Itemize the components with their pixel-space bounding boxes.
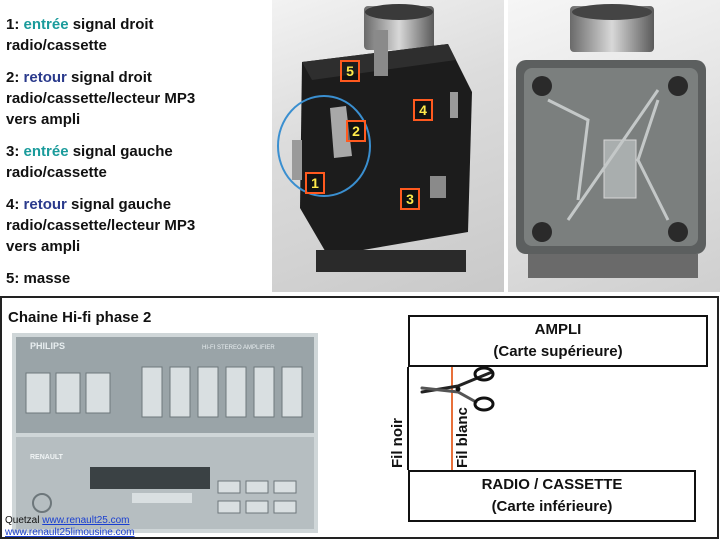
cassette-eject bbox=[132, 493, 192, 503]
legend-text: signal gauche bbox=[66, 196, 172, 213]
connector-front-drawing bbox=[277, 4, 472, 272]
pins-highlight-circle bbox=[277, 95, 371, 197]
white-wire bbox=[451, 367, 453, 470]
legend-text: radio/cassette/lecteur MP3 bbox=[6, 217, 196, 234]
legend-item-4: 4: retour signal gauche radio/cassette/le… bbox=[6, 194, 268, 257]
connector-body bbox=[300, 44, 472, 256]
hifi-car-brand-label: RENAULT bbox=[30, 454, 64, 461]
legend-number: 2: bbox=[6, 69, 20, 86]
scissors-icon bbox=[418, 366, 498, 412]
internal-wiring bbox=[547, 89, 670, 221]
pin-marker-4: 4 bbox=[413, 99, 433, 121]
jack-opening bbox=[572, 4, 652, 20]
cassette-buttons bbox=[217, 480, 297, 514]
legend-number: 4: bbox=[6, 196, 20, 213]
legend-item-2: 2: retour signal droit radio/cassette/lec… bbox=[6, 67, 268, 130]
pin-4-blade bbox=[450, 92, 458, 118]
pin-2-blade bbox=[330, 106, 352, 158]
power-knob bbox=[32, 493, 52, 513]
legend-number: 5: bbox=[6, 270, 20, 287]
credit-block: Quetzal www.renault25.com www.renault25l… bbox=[5, 515, 135, 539]
radio-subtitle: (Carte inférieure) bbox=[491, 498, 613, 515]
legend-number: 1: bbox=[6, 16, 20, 33]
legend-item-1: 1: entrée signal droit radio/cassette bbox=[6, 14, 268, 56]
pin-1-blade bbox=[292, 140, 302, 180]
black-wire-label: Fil noir bbox=[389, 418, 406, 468]
hifi-unit-photo: PHILIPS HI-FI STEREO AMPLIFIER RENAULT bbox=[12, 333, 318, 533]
pin-marker-3: 3 bbox=[400, 188, 420, 210]
scissors-drawing bbox=[420, 366, 495, 412]
pin-marker-5: 5 bbox=[340, 60, 360, 82]
legend-text: radio/cassette bbox=[6, 164, 107, 181]
legend-text: vers ampli bbox=[6, 111, 81, 128]
legend-text: vers ampli bbox=[6, 238, 81, 255]
section-title: Chaine Hi-fi phase 2 bbox=[8, 309, 152, 326]
black-wire bbox=[407, 367, 409, 470]
cassette-slot bbox=[90, 467, 210, 489]
legend-text: signal gauche bbox=[68, 143, 173, 160]
hifi-brand-label: PHILIPS bbox=[30, 341, 65, 351]
legend-keyword: entrée bbox=[23, 143, 69, 160]
ampli-title: AMPLI bbox=[534, 321, 582, 338]
connector-internals-drawing bbox=[516, 4, 706, 278]
pin-marker-2: 2 bbox=[346, 120, 366, 142]
legend-text: signal droit bbox=[66, 69, 152, 86]
hifi-unit-drawing: PHILIPS HI-FI STEREO AMPLIFIER RENAULT bbox=[12, 333, 318, 533]
connector-legend: 1: entrée signal droit radio/cassette 2: r… bbox=[6, 14, 268, 300]
corner-rivet bbox=[668, 76, 688, 96]
ampli-box: AMPLI (Carte supérieure) bbox=[408, 315, 708, 367]
credit-author: Quetzal bbox=[5, 515, 43, 526]
pin-marker-1: 1 bbox=[305, 172, 325, 194]
corner-rivet bbox=[532, 222, 552, 242]
pin-3-blade bbox=[430, 176, 446, 198]
legend-text: radio/cassette/lecteur MP3 bbox=[6, 90, 196, 107]
legend-text: signal droit bbox=[68, 16, 154, 33]
ampli-subtitle: (Carte supérieure) bbox=[493, 343, 623, 360]
legend-text: radio/cassette bbox=[6, 37, 107, 54]
connector-base bbox=[316, 250, 466, 272]
credit-link-renault25limousine[interactable]: www.renault25limousine.com bbox=[5, 527, 135, 538]
connector-photo-front: 5 2 1 4 3 bbox=[272, 0, 504, 292]
pin-5-blade bbox=[374, 30, 388, 76]
radio-title: RADIO / CASSETTE bbox=[481, 476, 623, 493]
internal-contact bbox=[603, 139, 637, 199]
jack-opening bbox=[365, 4, 433, 20]
legend-keyword: masse bbox=[23, 270, 71, 287]
white-wire-label: Fil blanc bbox=[454, 407, 471, 468]
legend-keyword: retour bbox=[23, 69, 67, 86]
hifi-model-label: HI-FI STEREO AMPLIFIER bbox=[202, 345, 275, 351]
legend-number: 3: bbox=[6, 143, 20, 160]
connector-photo-internals bbox=[508, 0, 720, 292]
credit-link-renault25[interactable]: www.renault25.com bbox=[42, 515, 130, 526]
legend-keyword: entrée bbox=[23, 16, 69, 33]
radio-cassette-box: RADIO / CASSETTE (Carte inférieure) bbox=[408, 470, 696, 522]
legend-item-3: 3: entrée signal gauche radio/cassette bbox=[6, 141, 268, 183]
connector-base bbox=[528, 254, 698, 278]
legend-keyword: retour bbox=[23, 196, 67, 213]
corner-rivet bbox=[668, 222, 688, 242]
legend-item-5: 5: masse bbox=[6, 268, 268, 289]
amplifier-buttons bbox=[25, 366, 303, 418]
corner-rivet bbox=[532, 76, 552, 96]
